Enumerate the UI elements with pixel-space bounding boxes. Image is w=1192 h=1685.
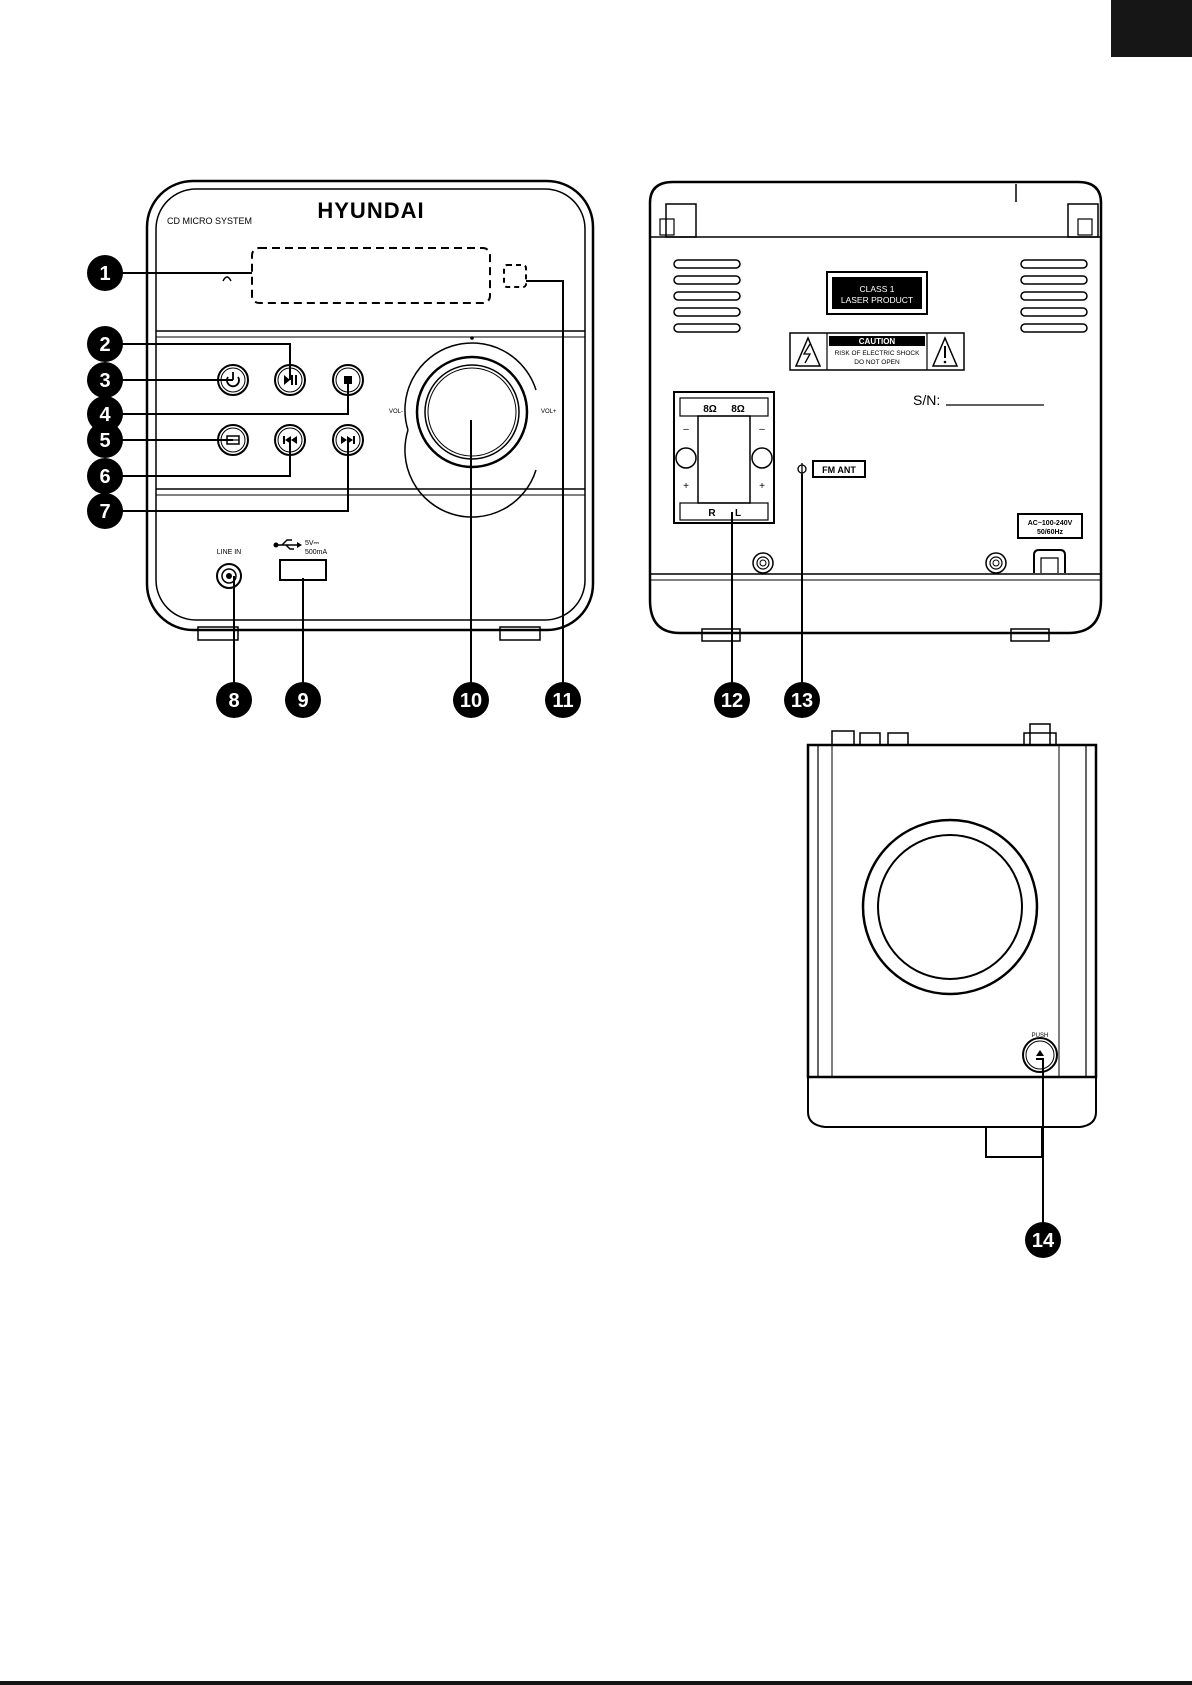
- caution-title: CAUTION: [859, 337, 896, 346]
- callout-8: 8: [228, 690, 239, 712]
- callout-11: 11: [552, 690, 573, 712]
- usb-current-label: 500mA: [305, 549, 328, 556]
- vol-minus-label: VOL-: [389, 409, 403, 415]
- callout-12: 12: [721, 690, 743, 712]
- line-in-label: LINE IN: [217, 549, 242, 556]
- right-screw: [986, 553, 1006, 573]
- usb-icon: [274, 540, 303, 549]
- impedance-left: 8Ω: [703, 404, 717, 415]
- fm-ant-text: FM ANT: [822, 465, 856, 475]
- left-screw: [753, 553, 773, 573]
- caution-line2: DO NOT OPEN: [854, 359, 900, 366]
- callout-14: 14: [1032, 1230, 1055, 1252]
- terminal-plus-right: +: [759, 481, 765, 492]
- eject-push-button[interactable]: [1023, 1038, 1057, 1072]
- left-vent-slots: [674, 260, 740, 332]
- terminal-minus-right: –: [759, 424, 765, 435]
- usb-port[interactable]: [280, 560, 326, 580]
- cd-lid: [863, 820, 1037, 994]
- callout-10: 10: [460, 690, 482, 712]
- speaker-r-label: R: [708, 508, 716, 519]
- callout-2: 2: [99, 334, 110, 356]
- top-view: [808, 724, 1096, 1157]
- exclamation-warning-icon: [933, 338, 957, 366]
- speaker-l-label: L: [735, 508, 741, 519]
- ir-sensor: [504, 265, 526, 287]
- vol-plus-label: VOL+: [541, 409, 557, 415]
- callout-4: 4: [99, 404, 111, 426]
- back-view: [650, 182, 1101, 641]
- callout-6: 6: [99, 466, 110, 488]
- eject-icon: [1036, 1050, 1044, 1056]
- fm-antenna-socket[interactable]: [798, 463, 806, 475]
- front-view: [147, 181, 593, 640]
- callout-9: 9: [297, 690, 308, 712]
- callout-13: 13: [791, 690, 813, 712]
- callout-1: 1: [99, 263, 110, 285]
- terminal-minus-left: –: [683, 424, 689, 435]
- impedance-right: 8Ω: [731, 404, 745, 415]
- shock-warning-icon: [796, 338, 820, 366]
- speaker-terminals[interactable]: [674, 392, 774, 523]
- top-rear-cord: [986, 1127, 1042, 1157]
- power-cord: [1034, 550, 1065, 573]
- usb-voltage-label: 5V⎓: [305, 540, 320, 547]
- leader-lines: [105, 273, 1043, 1240]
- brand-logo: HYUNDAI: [317, 198, 424, 223]
- push-label: PUSH: [1032, 1033, 1049, 1039]
- callout-5: 5: [99, 430, 110, 452]
- callout-3: 3: [99, 370, 110, 392]
- model-label: CD MICRO SYSTEM: [167, 216, 252, 226]
- display-window: [252, 248, 490, 303]
- laser-line1: CLASS 1: [860, 284, 895, 294]
- terminal-plus-left: +: [683, 481, 689, 492]
- skip-forward-icon: [341, 436, 347, 444]
- caution-line1: RISK OF ELECTRIC SHOCK: [835, 350, 921, 357]
- line-in-jack[interactable]: [217, 564, 241, 588]
- power-rating-line2: 50/60Hz: [1037, 529, 1064, 536]
- serial-number-label: S/N:: [913, 392, 940, 408]
- power-rating-line1: AC~100-240V: [1028, 520, 1073, 527]
- callout-7: 7: [99, 501, 110, 523]
- skip-back-icon: [283, 436, 285, 444]
- laser-line2: LASER PRODUCT: [841, 295, 913, 305]
- right-vent-slots: [1021, 260, 1087, 332]
